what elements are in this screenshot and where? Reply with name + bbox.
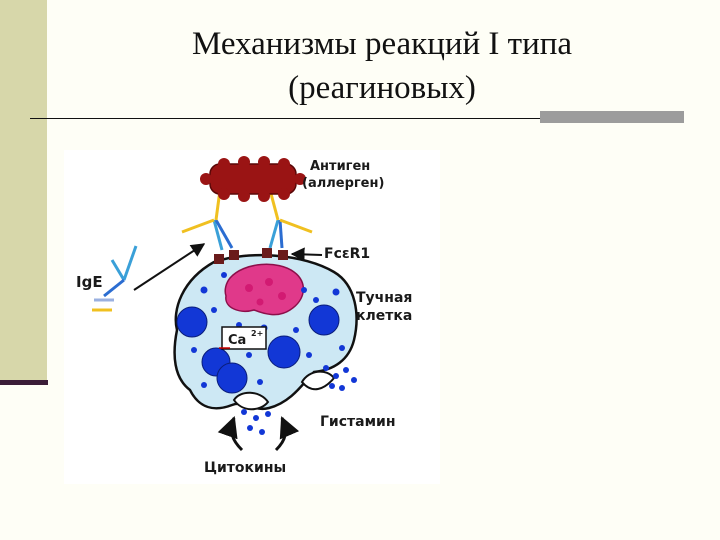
ige-label: IgE: [76, 273, 103, 291]
large-granules: [176, 304, 340, 394]
allergen-label: (аллерген): [302, 176, 384, 191]
free-ige: [92, 245, 138, 312]
fcer1-receptors: [214, 248, 288, 264]
cytokines-label: Цитокины: [204, 460, 286, 476]
nucleus: [224, 263, 304, 316]
left-decor-bar: [0, 0, 47, 385]
histamine-label: Гистамин: [320, 414, 396, 430]
antigen-allergen: [200, 156, 306, 202]
ige-arrow: [133, 243, 206, 291]
type-i-reaction-diagram: Ca 2+ Антиген (аллерге: [64, 150, 440, 484]
histamine-granules: [323, 365, 357, 391]
title-underline: [30, 118, 670, 119]
slide-title-line-1: Механизмы реакций I типа: [191, 26, 573, 62]
cytokine-arrow-right: [274, 416, 300, 452]
mast-cell-label-1: Тучная: [356, 290, 412, 306]
calcium-label: Ca: [228, 333, 246, 348]
receptor-label: FcεR1: [324, 246, 370, 262]
cytokine-release-pocket: [232, 391, 270, 411]
left-decor-bar-edge: [0, 380, 48, 385]
cytokine-arrow-left: [217, 416, 244, 452]
slide-title-line-2: (реагиновых): [288, 70, 476, 106]
mast-cell-label-2: клетка: [356, 308, 412, 324]
antigen-label: Антиген: [310, 159, 370, 174]
receptor-arrow: [290, 247, 323, 262]
small-granules: [191, 272, 345, 388]
bound-ige-right: [268, 189, 313, 249]
cytokine-granules: [241, 409, 271, 435]
slide-title: Механизмы реакций I типа (реагиновых): [50, 22, 714, 110]
title-accent-bar: [540, 111, 684, 123]
bound-ige-left: [181, 189, 234, 251]
nucleus-granules: [245, 278, 286, 306]
calcium-box: [221, 326, 267, 350]
calcium-charge-label: 2+: [251, 329, 263, 338]
diagram-canvas: Ca 2+ Антиген (аллерге: [76, 156, 412, 476]
